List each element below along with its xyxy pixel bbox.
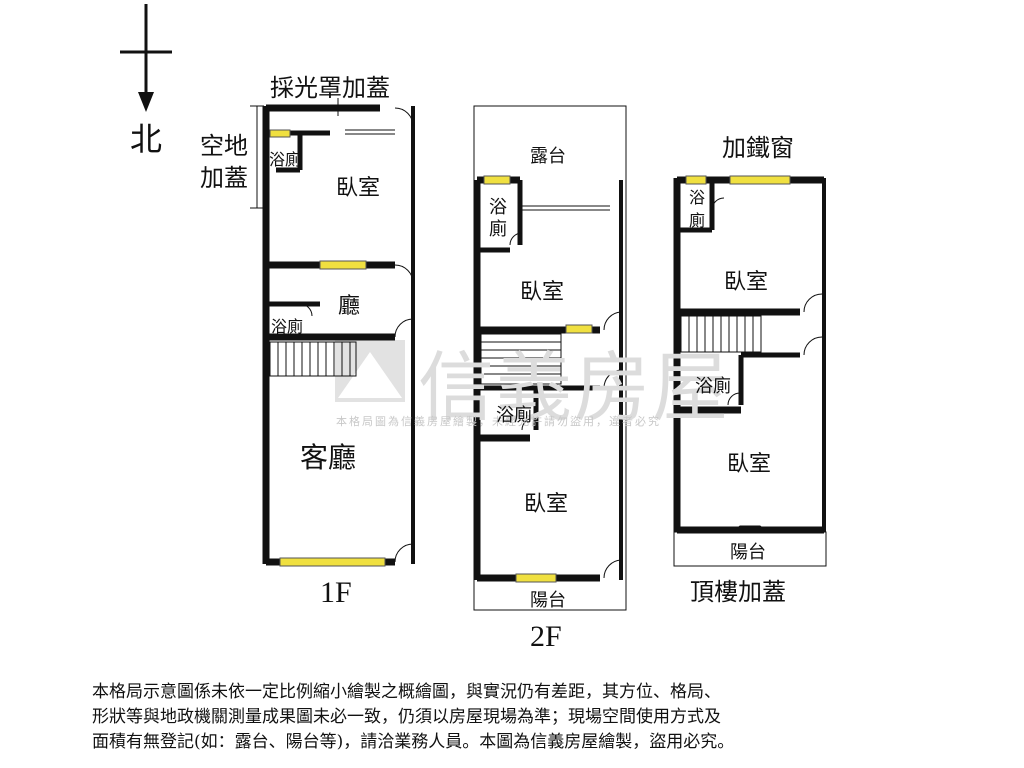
1f-bathroom-mid-label: 浴廁 [271,317,304,336]
roof-bedroom-top-label: 臥室 [724,270,769,295]
roof-bathroom-top-label-1: 浴 [689,188,706,207]
1f-living-room-label: 客廳 [300,441,357,474]
2f-bathroom-mid-label: 浴廁 [496,405,532,426]
floor-1f-windows [269,129,386,567]
iron-window-label: 加鐵窗 [722,134,794,162]
floor-2f-plan [473,105,627,611]
2f-title: 2F [530,620,562,653]
2f-bathroom-top-label-2: 廁 [489,219,507,240]
roof-bedroom-bottom-label: 臥室 [727,452,772,477]
roof-balcony-label: 陽台 [730,542,766,563]
rooftop-title: 頂樓加蓋 [690,578,786,606]
vacant-addition-label-1: 空地 [200,132,248,160]
1f-bathroom-top-label: 浴廁 [269,150,302,169]
disclaimer-line-1: 本格局示意圖係未依一定比例縮小繪製之概繪圖，與實況仍有差距，其方位、格局、 [92,682,721,702]
2f-terrace-label: 露台 [530,146,566,167]
north-label: 北 [130,120,163,158]
2f-bedroom-top-label: 臥室 [520,280,565,305]
watermark-fine-print: 本格局圖為信義房屋繪製，未經允許請勿盜用，違者必究 [336,415,661,428]
disclaimer-text: 本格局示意圖係未依一定比例縮小繪製之概繪圖，與實況仍有差距，其方位、格局、 形狀… [92,680,932,755]
vacant-addition-label-2: 加蓋 [200,164,248,192]
1f-hall-label: 廳 [338,294,361,319]
roof-bathroom-mid-label: 浴廁 [695,376,731,397]
1f-title: 1F [320,576,352,609]
2f-bedroom-bottom-label: 臥室 [524,492,569,517]
1f-bedroom-label: 臥室 [336,176,381,201]
north-arrow-icon [120,4,172,112]
2f-balcony-label: 陽台 [530,590,566,611]
watermark-brand: 信義房屋 [418,343,730,432]
disclaimer-line-2: 形狀等與地政機關測量成果圖未必一致，仍須以房屋現場為準；現場空間使用方式及 [92,707,721,727]
watermark-logo-icon [335,340,405,402]
disclaimer-line-3: 面積有無登記(如：露台、陽台等)，請洽業務人員。本圖為信義房屋繪製，盜用必究。 [92,732,735,752]
2f-bathroom-top-label-1: 浴 [489,197,507,218]
skylight-label: 採光罩加蓋 [270,74,390,102]
roof-bathroom-top-label-2: 廁 [689,211,706,230]
floor-rooftop-windows [685,175,791,185]
floor-2f-windows [483,175,593,583]
